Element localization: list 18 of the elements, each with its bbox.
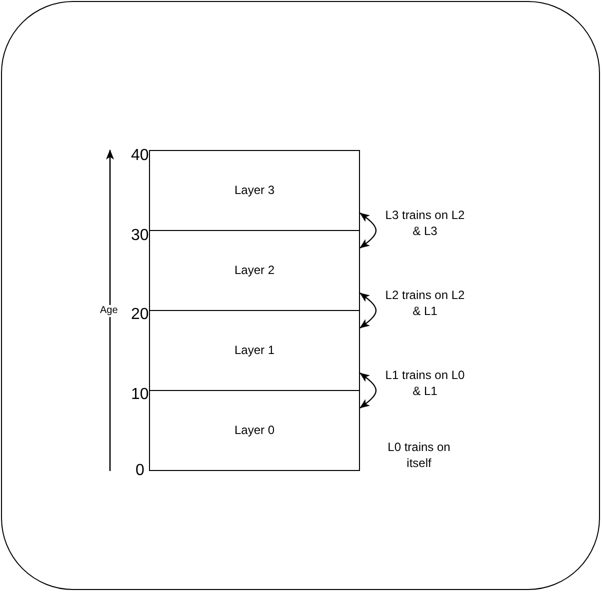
layer-box: [149, 310, 360, 391]
layer-box: [149, 150, 360, 231]
layer-label: Layer 2: [234, 263, 275, 278]
note-text: L0 trains on itself: [386, 439, 452, 471]
curved-double-arrow: [360, 212, 377, 248]
axis-label: Age: [99, 305, 119, 317]
curved-double-arrow: [360, 292, 377, 328]
layer-label: Layer 0: [234, 423, 275, 438]
tick-label: 30: [131, 227, 149, 245]
tick-label: 40: [131, 147, 149, 165]
curved-double-arrow: [360, 372, 377, 408]
tick-label: 0: [136, 462, 144, 480]
layer-label: Layer 1: [234, 343, 275, 358]
layer-box: [149, 390, 360, 471]
layer-box: [149, 230, 360, 311]
layer-label: Layer 3: [234, 183, 275, 198]
tick-label: 10: [131, 386, 149, 404]
tick-label: 20: [131, 306, 149, 324]
